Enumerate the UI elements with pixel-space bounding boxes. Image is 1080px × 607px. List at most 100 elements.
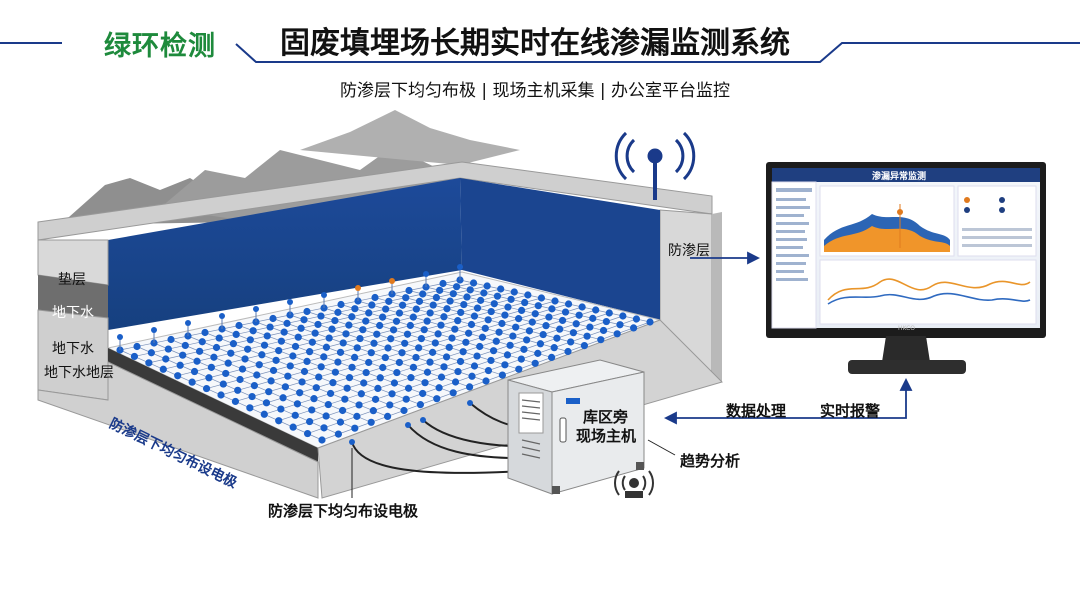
electrode-dot [382,305,390,313]
wall-electrode [355,285,361,291]
electrode-dot [446,297,454,305]
electrode-dot [130,352,139,361]
electrode-caption: 防渗层下均匀布设电极 [268,502,419,520]
electrode-dot [632,315,641,323]
electrode-dot [275,347,283,355]
electrode-dot [401,339,409,347]
electrode-dot [174,372,182,380]
electrode-dot [303,429,312,438]
electrode-dot [351,353,359,361]
electrode-dot [442,353,451,361]
electrode-dot [454,367,462,376]
electrode-dot [362,368,370,377]
electrode-dot [597,336,605,344]
wall-electrode [219,313,225,319]
electrode-dot [407,374,415,382]
electrode-dot [580,342,589,350]
electrode-dot [280,328,288,336]
electrode-dot [548,353,556,361]
electrode-dot [246,404,254,412]
electrode-dot [482,377,490,385]
electrode-dot [439,279,447,288]
electrode-dot [348,363,356,371]
electrode-dot [457,308,465,317]
electrode-dot [465,329,473,337]
electrode-dot [341,395,349,403]
electrode-dot [586,323,594,331]
electrode-dot [196,347,204,355]
electrode-dot [312,384,320,392]
monitor-screen-title: 渗漏异常监测 [872,172,927,182]
electrode-dot [507,295,515,303]
electrode-dot [583,332,591,340]
host-cabinet [507,359,645,495]
electrode-dot [267,377,275,385]
electrode-dot [198,338,206,346]
electrode-dot [501,311,509,319]
electrode-dot [248,392,256,401]
electrode-dot [345,374,354,382]
electrode-dot [415,297,424,305]
electrode-dot [395,358,403,367]
electrode-dot [294,333,302,341]
electrode-dot [289,423,297,431]
electrode-dot [480,289,488,297]
electrode-dot [249,327,257,335]
electrode-dot [201,328,209,337]
electrode-dot [289,352,297,360]
electrode-dot [525,327,534,335]
wireless-icon [614,470,654,498]
electrode-dot [426,309,434,317]
label-data-processing: 数据处理 [726,402,787,420]
electrode-dot [436,286,444,294]
electrode-dot [429,348,437,356]
electrode-dot [336,348,345,356]
liner-right-wall [460,178,660,320]
electrode-dot [176,361,184,369]
electrode-dot [326,389,335,398]
electrode-dot [334,358,342,366]
electrode-dot [263,332,271,340]
electrode-dot [227,349,235,357]
electrode-dot [376,321,384,330]
electrode-dot [440,313,448,321]
electrode-dot [376,374,384,382]
flow-arrows [647,251,913,456]
electrode-dot [534,302,542,310]
host-label-2: 现场主机 [576,427,637,445]
electrode-dot [320,424,328,432]
electrode-dot [506,341,514,349]
layer-label-cushion: 垫层 [58,272,86,288]
electrode-dot [269,314,277,323]
electrode-dot [167,335,175,344]
wall-electrode [321,292,327,298]
electrode-dot [179,351,187,359]
electrode-dot [520,345,528,353]
electrode-dot [537,294,546,302]
monitor [766,162,1046,374]
electrode-dot [551,297,559,305]
electrode-dot [619,312,627,320]
electrode-dot [589,314,597,322]
electrode-dot [384,412,392,420]
electrode-dot [515,365,523,373]
electrode-dot [286,362,294,370]
layer-groundwater [38,275,108,318]
electrode-dot [241,355,249,363]
electrode-dot [365,358,373,367]
electrode-dot [415,344,423,352]
electrode-dot [343,384,351,392]
electrode-dot [322,343,331,351]
electrode-dot [437,373,446,381]
electrode-dot [423,317,431,325]
electrode-dot [133,342,141,351]
electrode-dot [420,326,428,334]
electrode-dot [231,397,240,406]
label-trend-analysis: 趋势分析 [680,452,741,470]
electrode-dot [303,357,311,365]
electrode-dot [542,322,550,330]
electrode-dot [484,316,492,324]
electrode-dot [207,363,215,371]
electrode-dot [453,283,461,291]
electrode-dot [470,312,479,320]
